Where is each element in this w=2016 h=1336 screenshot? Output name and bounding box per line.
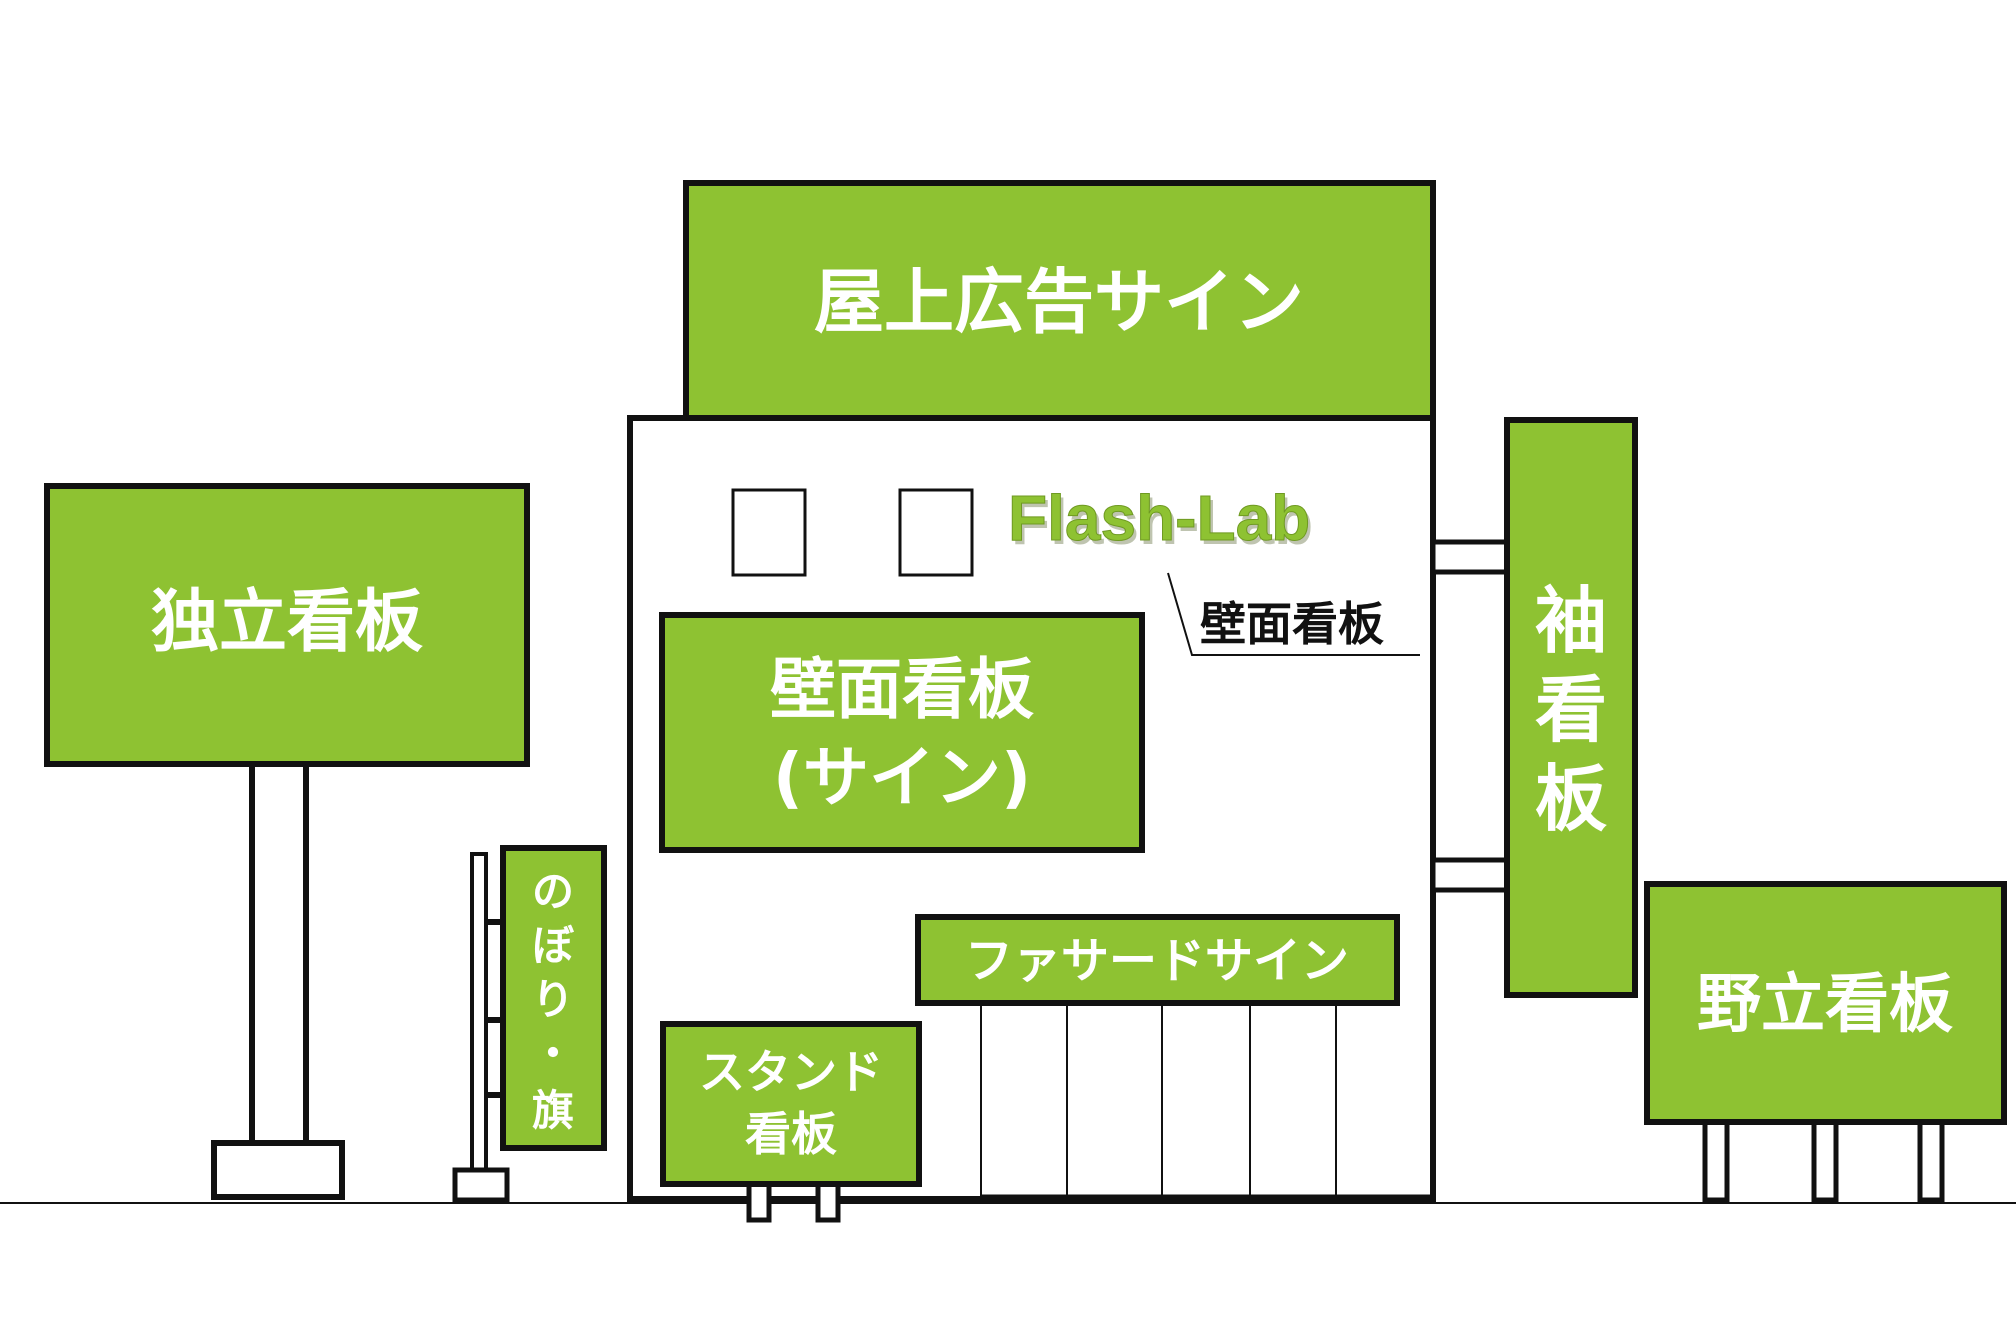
- billboard-sign: 野立看板: [1644, 881, 2007, 1203]
- billboard-leg: [1811, 1117, 1839, 1203]
- billboard-leg: [1917, 1117, 1945, 1203]
- facade-sign: ファサードサイン: [915, 914, 1400, 1006]
- stand-sign-label-line1: スタンド: [699, 1045, 883, 1099]
- projecting-sign-bracket: [1430, 539, 1510, 575]
- billboard-leg: [1702, 1117, 1730, 1203]
- rooftop-sign-label: 屋上広告サイン: [814, 261, 1304, 343]
- stand-sign: スタンド 看板: [660, 1021, 922, 1223]
- freestanding-sign-panel: [44, 483, 530, 767]
- freestanding-sign: 独立看板: [44, 483, 530, 1200]
- flash-lab-logo-shadow: Flash-Lab: [1011, 486, 1313, 558]
- banner-flag-pole: [470, 852, 488, 1174]
- banner-flag-char: ぼ: [532, 921, 575, 970]
- banner-flag-char: ・: [532, 1029, 574, 1078]
- banner-flag-char: の: [532, 867, 574, 916]
- wall-sign-label-line1: 壁面看板: [770, 651, 1034, 728]
- banner-flag-cloth: [500, 845, 607, 1151]
- facade-sign-label: ファサードサイン: [965, 933, 1349, 989]
- freestanding-sign-label: 独立看板: [151, 583, 423, 662]
- billboard-label: 野立看板: [1697, 968, 1953, 1042]
- banner-flag: の ぼ り ・ 旗: [452, 845, 607, 1203]
- building-window: [898, 488, 974, 577]
- banner-flag-base: [452, 1167, 510, 1203]
- stand-sign-label-line2: 看板: [745, 1107, 837, 1161]
- wall-sign-callout: 壁面看板: [1167, 572, 1420, 656]
- freestanding-sign-pole: [249, 760, 309, 1148]
- banner-flag-char: り: [532, 975, 574, 1024]
- projecting-sign-char: 看: [1535, 668, 1607, 752]
- wall-sign-panel: [659, 612, 1145, 853]
- projecting-sign: 袖 看 板: [1430, 417, 1638, 998]
- billboard-panel: [1644, 881, 2007, 1125]
- projecting-sign-panel: [1504, 417, 1638, 998]
- flash-lab-logo: Flash-Lab Flash-Lab: [1008, 482, 1314, 559]
- callout-leader-line: [1167, 572, 1420, 656]
- projecting-sign-char: 板: [1535, 757, 1607, 841]
- facade-sign-panel: [915, 914, 1400, 1006]
- projecting-sign-bracket: [1430, 857, 1510, 893]
- building-window: [731, 488, 807, 577]
- banner-flag-char: 旗: [532, 1086, 574, 1135]
- rooftop-sign-panel: [683, 180, 1436, 421]
- freestanding-sign-base: [211, 1140, 345, 1200]
- wall-sign-label-line2: (サイン): [773, 739, 1031, 816]
- wall-sign: 壁面看板 (サイン): [659, 612, 1145, 853]
- flash-lab-logo-text: Flash-Lab: [1008, 482, 1310, 554]
- wall-sign-callout-label: 壁面看板: [1200, 597, 1384, 651]
- rooftop-sign: 屋上広告サイン: [683, 180, 1436, 421]
- stand-sign-panel: [660, 1021, 922, 1187]
- projecting-sign-char: 袖: [1535, 579, 1607, 663]
